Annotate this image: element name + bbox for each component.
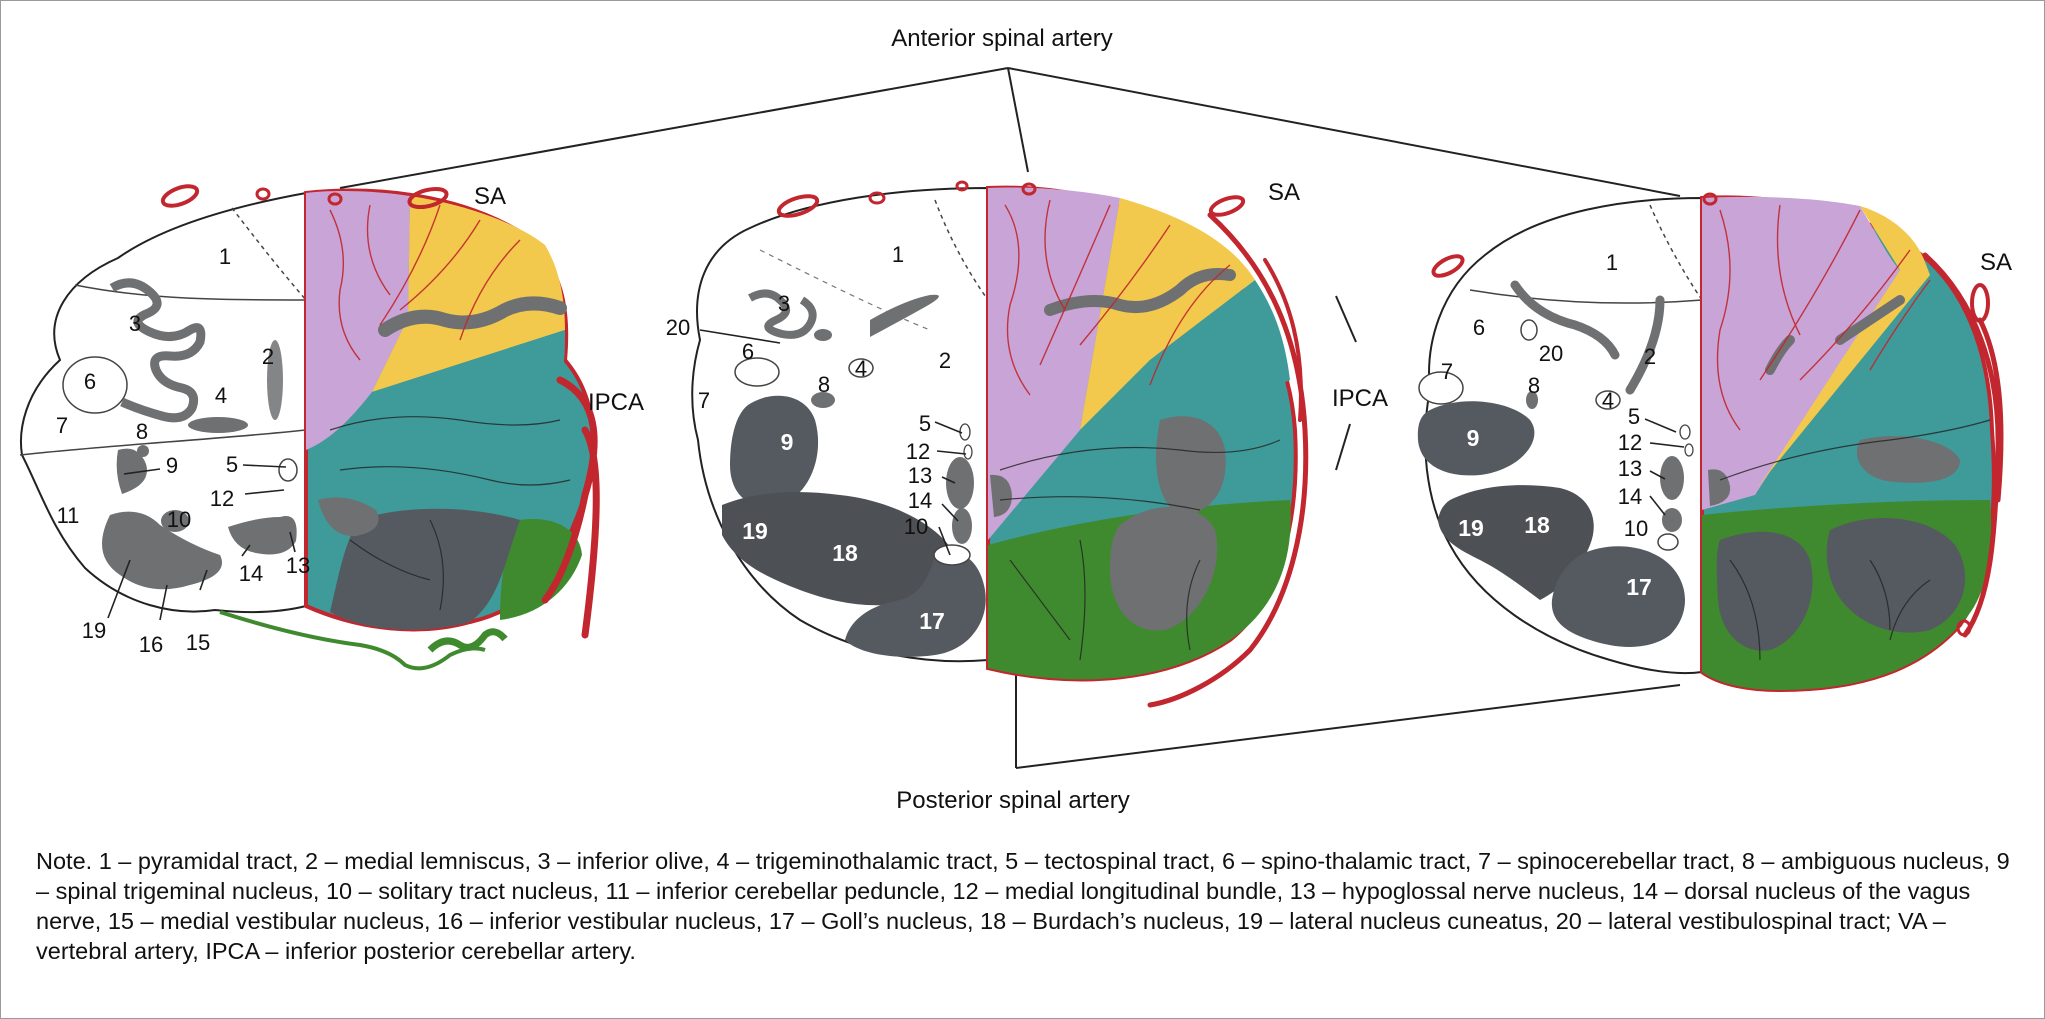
section-3-label-5: 5	[1628, 404, 1640, 429]
section-1-label-7: 7	[56, 413, 68, 438]
section-2-nucleus-9	[730, 395, 819, 507]
section-2-label-17: 17	[919, 608, 945, 634]
section-1-sa-label: SA	[474, 183, 506, 210]
section-1-labels: 1 2 3 4 5 6 7 8 9 10 11 12 13 14 15 16 1…	[56, 183, 644, 657]
section-2-label-18: 18	[832, 540, 858, 566]
section-1-label-13: 13	[286, 553, 310, 578]
section-2-nucleus-18-19	[722, 492, 956, 606]
section-3-label-17: 17	[1626, 574, 1652, 600]
section-3-labels: 1 2 4 5 6 7 8 9 10 12 13 14 17 18 19 20 …	[1441, 249, 2012, 600]
section-3-label-4: 4	[1602, 388, 1614, 413]
section-2-label-2: 2	[939, 348, 951, 373]
section-2-labels: 1 2 3 4 5 6 7 8 9 10 12 13 14 17 18 19 2…	[666, 179, 1388, 634]
section-1-label-5: 5	[226, 452, 238, 477]
section-3-label-8: 8	[1528, 373, 1540, 398]
section-1-label-4: 4	[215, 383, 227, 408]
section-2-label-4: 4	[855, 356, 867, 381]
section-1-label-19: 19	[82, 618, 106, 643]
section-3-label-6: 6	[1473, 315, 1485, 340]
section-3-label-19: 19	[1458, 515, 1484, 541]
section-1-label-12: 12	[210, 486, 234, 511]
section-1-ipca-label: IPCA	[588, 389, 644, 416]
section-2-label-5: 5	[919, 411, 931, 436]
connector-lines	[339, 67, 1681, 769]
section-3-label-12: 12	[1618, 430, 1642, 455]
section-2-sa-label: SA	[1268, 179, 1300, 206]
section-2-label-7: 7	[698, 388, 710, 413]
section-2-ipca-label: IPCA	[1332, 385, 1388, 412]
section-3-label-14: 14	[1618, 484, 1642, 509]
figure-note: Note. 1 – pyramidal tract, 2 – medial le…	[36, 848, 2010, 964]
section-2-nucleus-17	[845, 551, 986, 657]
posterior-spinal-artery-label: Posterior spinal artery	[896, 787, 1129, 814]
section-1-label-10: 10	[167, 507, 191, 532]
section-1-label-9: 9	[166, 453, 178, 478]
section-1-label-3: 3	[129, 311, 141, 336]
section-3-label-20: 20	[1539, 341, 1563, 366]
section-2-label-9: 9	[781, 429, 794, 455]
section-2-label-12: 12	[906, 439, 930, 464]
section-1: 1 2 3 4 5 6 7 8 9 10 11 12 13 14 15 16 1…	[19, 183, 644, 671]
section-3-label-13: 13	[1618, 456, 1642, 481]
section-2-label-8: 8	[818, 372, 830, 397]
section-1-left-outline	[20, 191, 307, 614]
section-3-label-7: 7	[1441, 359, 1453, 384]
section-2-label-14: 14	[908, 488, 932, 513]
section-1-label-14: 14	[239, 561, 263, 586]
section-3-nucleus-9	[1417, 401, 1535, 476]
section-3-nucleus-18-19	[1438, 485, 1594, 600]
anterior-spinal-artery-label: Anterior spinal artery	[891, 25, 1112, 52]
section-2-label-3: 3	[778, 291, 790, 316]
section-1-ipca-artery	[541, 376, 600, 639]
section-2-label-10: 10	[904, 514, 928, 539]
section-2-label-13: 13	[908, 463, 932, 488]
section-3-label-18: 18	[1524, 512, 1550, 538]
section-1-label-15: 15	[186, 630, 210, 655]
section-3-label-10: 10	[1624, 516, 1648, 541]
section-1-inferior-olive	[109, 278, 206, 423]
section-3-label-9: 9	[1467, 425, 1480, 451]
section-2-label-6: 6	[742, 339, 754, 364]
section-3-sa-label: SA	[1980, 249, 2012, 276]
section-3-label-2: 2	[1644, 344, 1656, 369]
section-1-label-2: 2	[262, 344, 274, 369]
medulla-sections-diagram: 1 2 3 4 5 6 7 8 9 10 11 12 13 14 15 16 1…	[19, 25, 2012, 814]
section-1-label-11: 11	[57, 503, 80, 528]
section-3-nucleus-17	[1551, 546, 1685, 647]
section-2-label-19: 19	[742, 518, 768, 544]
section-2-label-20: 20	[666, 315, 690, 340]
section-3-label-1: 1	[1606, 250, 1618, 275]
section-3: 1 2 4 5 6 7 8 9 10 12 13 14 17 18 19 20 …	[1417, 192, 2012, 693]
section-2: 1 2 3 4 5 6 7 8 9 10 12 13 14 17 18 19 2…	[666, 179, 1388, 708]
section-1-label-6: 6	[84, 369, 96, 394]
section-1-label-16: 16	[139, 632, 163, 657]
section-2-label-1: 1	[892, 242, 904, 267]
section-1-label-8: 8	[136, 419, 148, 444]
section-1-label-1: 1	[219, 244, 231, 269]
